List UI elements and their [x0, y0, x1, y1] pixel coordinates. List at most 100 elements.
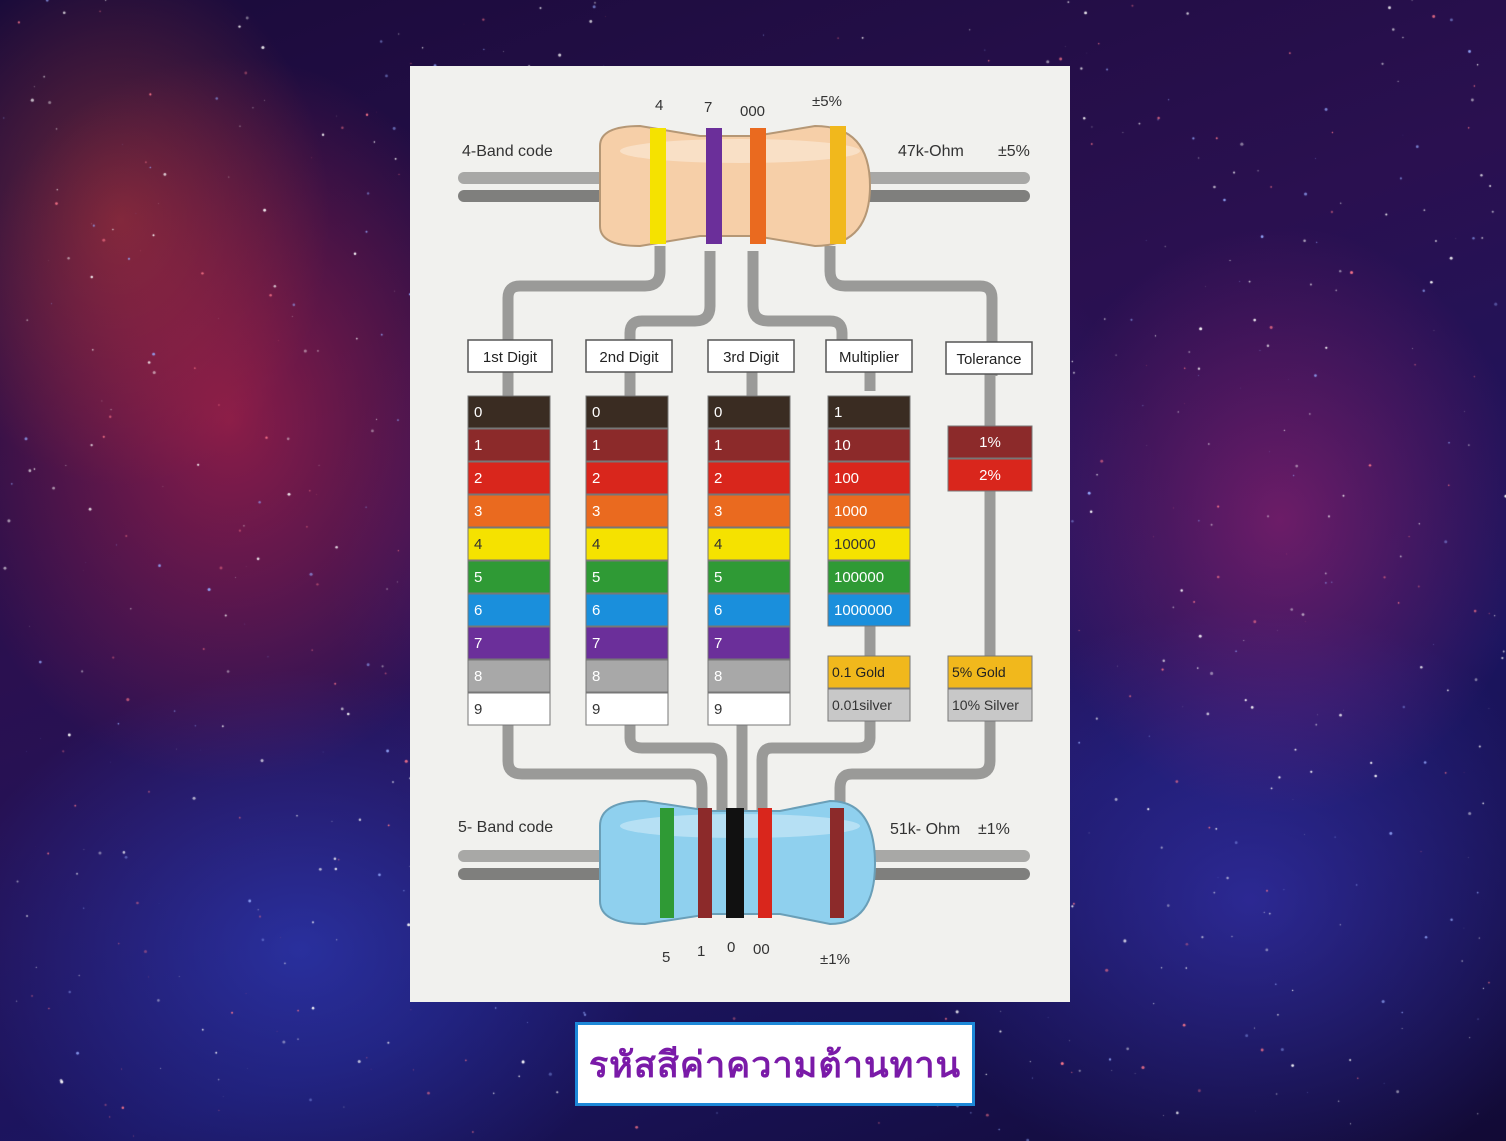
header-box — [945, 341, 1033, 375]
multiplier-value: 100000 — [834, 569, 884, 586]
multiplier-value: 10000 — [834, 536, 876, 553]
multiplier-band — [827, 395, 911, 429]
multiplier-band — [827, 560, 911, 594]
four-band-digit: 7 — [704, 99, 712, 116]
tolerance-extra-value: 5% Gold — [952, 664, 1006, 680]
digit-band-7 — [707, 626, 791, 660]
multiplier-value: 1000 — [834, 503, 867, 520]
digit-value: 0 — [714, 404, 722, 421]
band-5band — [758, 808, 772, 918]
header-multiplier: Multiplier — [839, 349, 899, 366]
tolerance-band — [947, 458, 1033, 492]
digit-value: 1 — [474, 437, 482, 454]
digit-value: 9 — [592, 701, 600, 718]
tolerance-band — [947, 425, 1033, 459]
digit-value: 5 — [474, 569, 482, 586]
digit-band-6 — [467, 593, 551, 627]
caption-box: รหัสสีค่าความต้านทาน — [575, 1022, 975, 1106]
band-5band — [660, 808, 674, 918]
digit-value: 8 — [714, 668, 722, 685]
header-tolerance: Tolerance — [956, 351, 1021, 368]
digit-value: 2 — [592, 470, 600, 487]
five-band-digit: 00 — [753, 941, 770, 958]
multiplier-band — [827, 461, 911, 495]
header-3rd-digit: 3rd Digit — [723, 349, 780, 366]
header-2nd-digit: 2nd Digit — [599, 349, 659, 366]
tolerance-extra-band — [947, 655, 1033, 689]
header-box — [825, 339, 913, 373]
digit-band-5 — [467, 560, 551, 594]
five-band-digit: 1 — [697, 943, 705, 960]
digit-value: 3 — [714, 503, 722, 520]
digit-value: 8 — [592, 668, 600, 685]
digit-band-1 — [707, 428, 791, 462]
multiplier-band — [827, 593, 911, 627]
tolerance-extra-value: 10% Silver — [952, 697, 1019, 713]
digit-band-8 — [467, 659, 551, 693]
digit-band-7 — [467, 626, 551, 660]
multiplier-extra-value: 0.1 Gold — [832, 664, 885, 680]
band-4band — [706, 128, 722, 244]
digit-value: 7 — [714, 635, 722, 652]
digit-value: 3 — [474, 503, 482, 520]
digit-band-1 — [585, 428, 669, 462]
digit-value: 1 — [714, 437, 722, 454]
band-5band — [830, 808, 844, 918]
multiplier-value: 100 — [834, 470, 859, 487]
digit-value: 6 — [474, 602, 482, 619]
digit-band-9 — [585, 692, 669, 726]
digit-value: 6 — [714, 602, 722, 619]
digit-value: 4 — [714, 536, 722, 553]
five-band-digit: 5 — [662, 949, 670, 966]
digit-band-2 — [467, 461, 551, 495]
four-band-tolerance: ±5% — [998, 143, 1030, 160]
digit-value: 4 — [592, 536, 600, 553]
digit-value: 8 — [474, 668, 482, 685]
four-band-digit: 4 — [655, 97, 663, 114]
digit-value: 1 — [592, 437, 600, 454]
digit-value: 0 — [592, 404, 600, 421]
connector-mult-top — [824, 246, 998, 376]
connector-1st-top — [502, 246, 666, 346]
digit-value: 6 — [592, 602, 600, 619]
digit-band-0 — [707, 395, 791, 429]
digit-band-3 — [585, 494, 669, 528]
five-band-digit: ±1% — [820, 951, 850, 968]
digit-value: 5 — [714, 569, 722, 586]
multiplier-value: 10 — [834, 437, 851, 454]
digit-band-2 — [585, 461, 669, 495]
digit-band-2 — [707, 461, 791, 495]
digit-band-1 — [467, 428, 551, 462]
digit-value: 2 — [714, 470, 722, 487]
digit-value: 5 — [592, 569, 600, 586]
digit-value: 9 — [714, 701, 722, 718]
digit-band-0 — [585, 395, 669, 429]
digit-band-0 — [467, 395, 551, 429]
resistor-4band-icon — [458, 124, 1030, 248]
digit-value: 7 — [592, 635, 600, 652]
tolerance-value: 1% — [979, 434, 1001, 451]
multiplier-extra-band — [827, 655, 911, 689]
header-box — [467, 339, 553, 373]
multiplier-value: 1000000 — [834, 602, 892, 619]
band-4band — [830, 126, 846, 244]
four-band-label: 4-Band code — [462, 143, 553, 160]
band-5band — [726, 808, 744, 918]
digit-band-6 — [707, 593, 791, 627]
multiplier-value: 1 — [834, 404, 842, 421]
digit-band-8 — [707, 659, 791, 693]
header-box — [585, 339, 673, 373]
multiplier-band — [827, 428, 911, 462]
band-4band — [750, 128, 766, 244]
digit-band-4 — [585, 527, 669, 561]
four-band-value: 47k-Ohm — [898, 143, 964, 160]
header-box — [707, 339, 795, 373]
caption-title: รหัสสีค่าความต้านทาน — [588, 1044, 962, 1086]
tolerance-value: 2% — [979, 467, 1001, 484]
four-band-digit: 000 — [740, 103, 765, 120]
five-band-digit: 0 — [727, 939, 735, 956]
digit-band-4 — [467, 527, 551, 561]
tolerance-extra-band — [947, 688, 1033, 722]
